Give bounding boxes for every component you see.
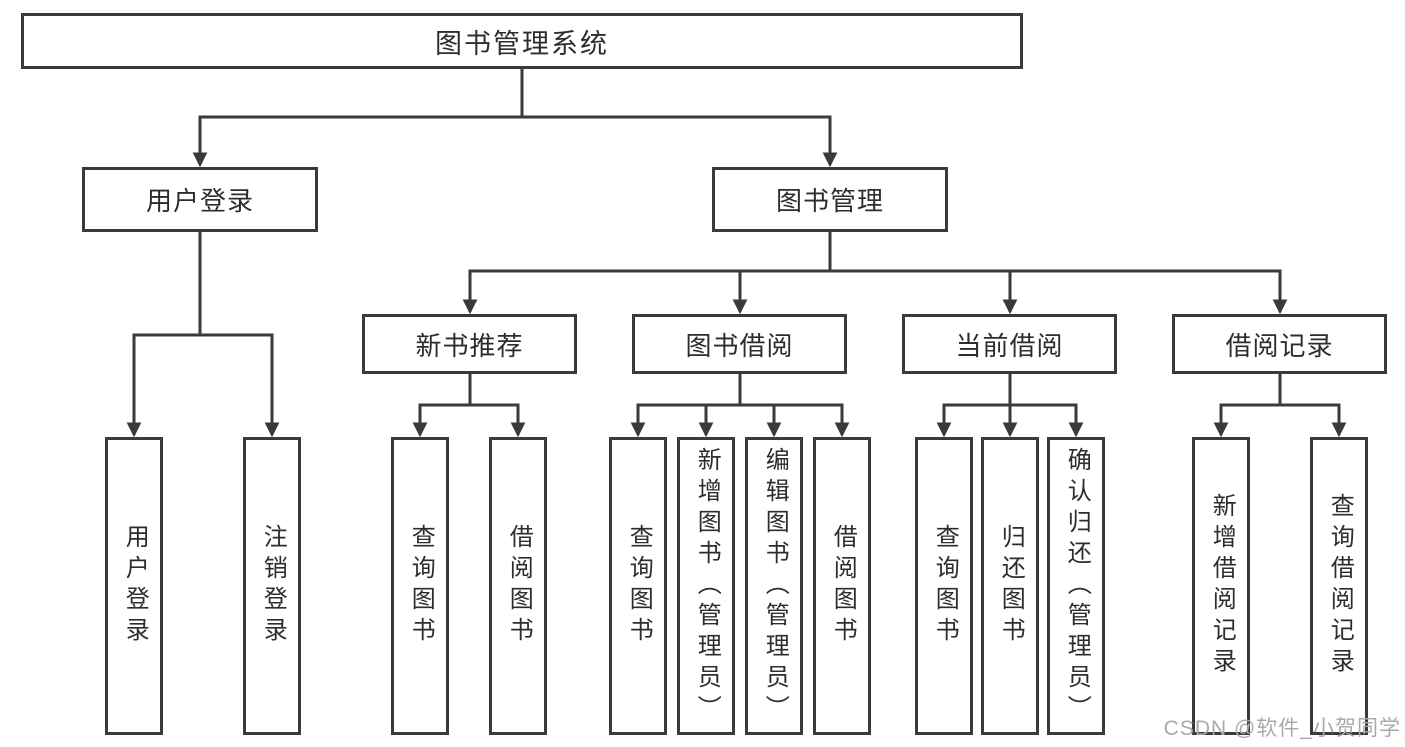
node-book-management: 图书管理 (712, 167, 948, 232)
node-label: 查询图书 (625, 524, 653, 648)
node-book-borrow: 图书借阅 (632, 314, 847, 374)
csdn-watermark: CSDN @软件_小贺同学 (1163, 717, 1401, 740)
node-label: 查询图书 (931, 524, 959, 648)
node-bb-query-books: 查询图书 (609, 437, 667, 735)
node-label: 新增借阅记录 (1208, 493, 1236, 679)
node-bb-borrow-books: 借阅图书 (813, 437, 871, 735)
node-cb-query-books: 查询图书 (915, 437, 973, 735)
node-label: 图书管理 (775, 186, 884, 216)
node-label: 查询图书 (407, 524, 435, 648)
node-label: 借阅图书 (829, 524, 857, 648)
node-library-management-system: 图书管理系统 (21, 13, 1023, 69)
node-label: 用户登录 (121, 524, 149, 648)
node-label: 借阅图书 (505, 524, 533, 648)
node-br-query-record: 查询借阅记录 (1310, 437, 1368, 735)
node-new-book-recommend: 新书推荐 (362, 314, 577, 374)
node-label: 查询借阅记录 (1326, 493, 1354, 679)
node-label: 编辑图书（管理员） (761, 446, 789, 726)
node-label: 新书推荐 (415, 330, 524, 361)
node-label: 新增图书（管理员） (693, 446, 721, 726)
node-cb-confirm-return-admin: 确认归还（管理员） (1047, 437, 1105, 735)
node-label: 图书管理系统 (435, 28, 609, 59)
node-label: 确认归还（管理员） (1063, 446, 1091, 726)
node-label: 归还图书 (997, 524, 1025, 648)
node-logout-action: 注销登录 (243, 437, 301, 735)
node-label: 当前借阅 (955, 330, 1064, 361)
node-label: 用户登录 (145, 186, 254, 216)
node-nb-query-books: 查询图书 (391, 437, 449, 735)
node-bb-edit-books-admin: 编辑图书（管理员） (745, 437, 803, 735)
node-br-add-record: 新增借阅记录 (1192, 437, 1250, 735)
node-bb-add-books-admin: 新增图书（管理员） (677, 437, 735, 735)
node-label: 借阅记录 (1225, 330, 1334, 361)
node-current-borrow: 当前借阅 (902, 314, 1117, 374)
node-cb-return-books: 归还图书 (981, 437, 1039, 735)
node-label: 注销登录 (259, 524, 287, 648)
node-label: 图书借阅 (685, 330, 794, 361)
node-borrow-records: 借阅记录 (1172, 314, 1387, 374)
node-user-login: 用户登录 (82, 167, 318, 232)
node-login-action: 用户登录 (105, 437, 163, 735)
node-nb-borrow-books: 借阅图书 (489, 437, 547, 735)
